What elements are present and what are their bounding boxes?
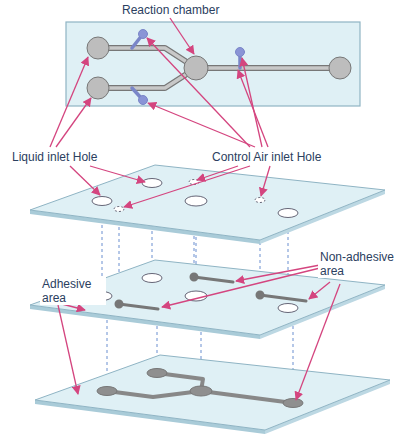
bottom-plate (35, 355, 390, 434)
top-plate (30, 165, 385, 244)
top-view (66, 22, 360, 106)
callout-label: Liquid inlet Hole (10, 150, 99, 164)
leader-line (50, 18, 340, 400)
callout-label: Reaction chamber (120, 3, 221, 17)
callout-label: Control Air inlet Hole (210, 150, 323, 164)
callout-label: Non-adhesive area (318, 250, 406, 278)
callout-label: Adhesive area (40, 277, 106, 305)
